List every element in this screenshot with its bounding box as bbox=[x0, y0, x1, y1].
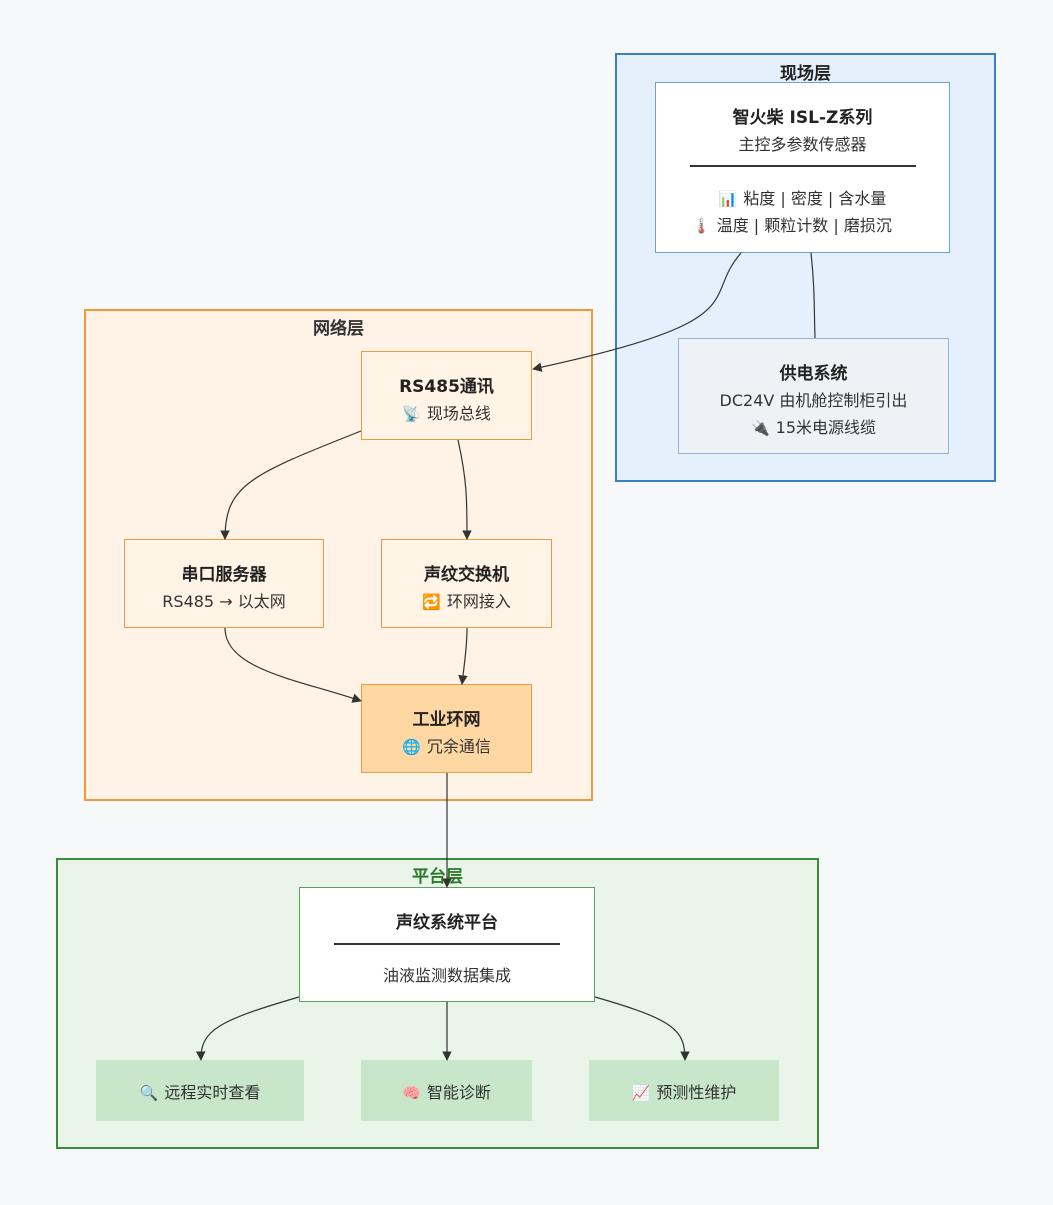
platform-layer-title: 平台层 bbox=[412, 867, 463, 887]
sensor-params-2: 🌡️ 温度 | 颗粒计数 | 磨损沉 bbox=[656, 212, 949, 236]
platform-line-1: 油液监测数据集成 bbox=[382, 966, 511, 985]
sensor-params-1-text: 粘度 | 密度 | 含水量 bbox=[743, 189, 887, 208]
globe-icon: 🌐 bbox=[402, 738, 421, 756]
smart-diagnosis-text: 智能诊断 bbox=[426, 1083, 491, 1102]
switch-title: 声纹交换机 bbox=[424, 565, 509, 585]
sensor-subtitle: 主控多参数传感器 bbox=[738, 135, 867, 154]
sensor-params-2-text: 温度 | 颗粒计数 | 磨损沉 bbox=[716, 216, 892, 235]
industrial-ring-node[interactable]: 工业环网 🌐 冗余通信 bbox=[361, 684, 532, 773]
sensor-node[interactable]: 智火柴 ISL-Z系列 主控多参数传感器 📊 粘度 | 密度 | 含水量 🌡️ 温度… bbox=[655, 82, 950, 253]
platform-title: 声纹系统平台 bbox=[396, 913, 498, 933]
smart-diagnosis-label: 🧠 智能诊断 bbox=[361, 1079, 532, 1103]
power-line-2: 🔌 15米电源线缆 bbox=[679, 414, 948, 438]
satellite-dish-icon: 📡 bbox=[402, 405, 421, 423]
power-node[interactable]: 供电系统 DC24V 由机舱控制柜引出 🔌 15米电源线缆 bbox=[678, 338, 949, 454]
bar-chart-icon: 📊 bbox=[718, 190, 738, 208]
thermometer-icon: 🌡️ bbox=[692, 217, 711, 235]
serial-server-node[interactable]: 串口服务器 RS485 → 以太网 bbox=[124, 539, 324, 628]
brain-icon: 🧠 bbox=[402, 1084, 421, 1102]
plug-icon: 🔌 bbox=[750, 419, 770, 437]
platform-node[interactable]: 声纹系统平台 油液监测数据集成 bbox=[299, 887, 595, 1002]
predictive-maintenance-label: 📈 预测性维护 bbox=[589, 1079, 779, 1103]
field-layer-title: 现场层 bbox=[780, 64, 831, 84]
sensor-params-1: 📊 粘度 | 密度 | 含水量 bbox=[656, 185, 949, 209]
remote-view-label: 🔍 远程实时查看 bbox=[96, 1079, 304, 1103]
switch-line-1: 🔁 环网接入 bbox=[382, 588, 551, 612]
magnifier-icon: 🔍 bbox=[139, 1084, 159, 1102]
remote-view-node[interactable]: 🔍 远程实时查看 bbox=[96, 1060, 304, 1121]
ring-title: 工业环网 bbox=[412, 710, 481, 730]
predictive-maintenance-node[interactable]: 📈 预测性维护 bbox=[589, 1060, 779, 1121]
rs485-title: RS485通讯 bbox=[399, 377, 494, 397]
smart-diagnosis-node[interactable]: 🧠 智能诊断 bbox=[361, 1060, 532, 1121]
ring-line-1: 🌐 冗余通信 bbox=[362, 733, 531, 757]
rs485-line-1-text: 现场总线 bbox=[426, 404, 491, 423]
power-title: 供电系统 bbox=[779, 364, 848, 384]
trend-chart-icon: 📈 bbox=[631, 1084, 651, 1102]
rs485-node[interactable]: RS485通讯 📡 现场总线 bbox=[361, 351, 532, 440]
switch-line-1-text: 环网接入 bbox=[446, 592, 511, 611]
switch-node[interactable]: 声纹交换机 🔁 环网接入 bbox=[381, 539, 552, 628]
serial-line-1: RS485 → 以太网 bbox=[162, 592, 286, 611]
power-line-1: DC24V 由机舱控制柜引出 bbox=[719, 391, 908, 410]
serial-title: 串口服务器 bbox=[181, 565, 267, 585]
sensor-divider bbox=[690, 165, 916, 167]
rs485-line-1: 📡 现场总线 bbox=[362, 400, 531, 424]
predictive-maintenance-text: 预测性维护 bbox=[656, 1083, 737, 1102]
power-line-2-text: 15米电源线缆 bbox=[775, 418, 877, 437]
sensor-title: 智火柴 ISL-Z系列 bbox=[732, 108, 873, 128]
remote-view-text: 远程实时查看 bbox=[164, 1083, 261, 1102]
ring-line-1-text: 冗余通信 bbox=[426, 737, 491, 756]
repeat-icon: 🔁 bbox=[422, 593, 441, 611]
platform-divider bbox=[334, 943, 560, 945]
network-layer-title: 网络层 bbox=[313, 319, 364, 339]
